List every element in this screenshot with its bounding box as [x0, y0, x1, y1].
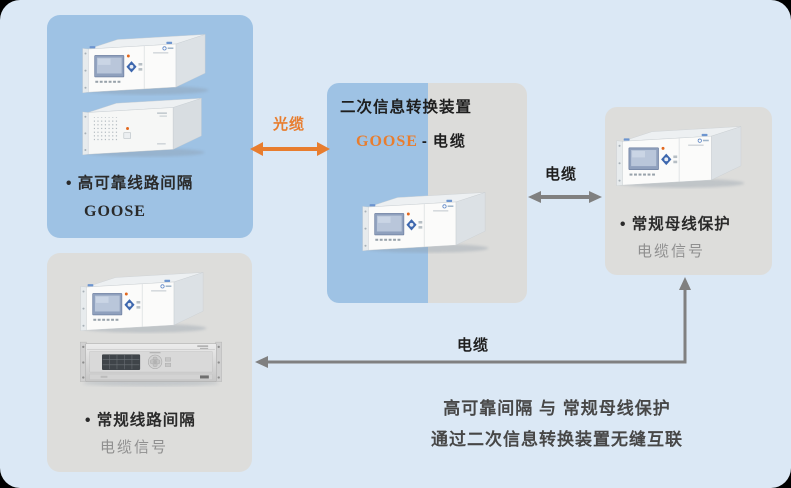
- reliable-bay-goose-label: GOOSE: [84, 203, 146, 220]
- caption-text: 高可靠间隔 与 常规母线保护 通过二次信息转换装置无缝互联: [406, 393, 708, 455]
- bus-protection-title: • 常规母线保护: [620, 216, 731, 233]
- bus-protection-subtitle: 电缆信号: [637, 243, 706, 260]
- protection-relay-image: [78, 30, 218, 96]
- conventional-bay-title: • 常规线路间隔: [85, 412, 196, 429]
- cable-converter-bus-arrow: [528, 191, 602, 203]
- converter-cable-label: 电缆: [432, 133, 467, 150]
- converter-box-goose-half: [327, 83, 428, 303]
- caption-line2: 通过二次信息转换装置无缝互联: [431, 430, 683, 449]
- converter-box: 二次信息转换装置 GOOSE-电缆: [327, 83, 527, 303]
- conventional-bay-box: • 常规线路间隔 电缆信号: [47, 253, 252, 472]
- fiber-label: 光缆: [272, 116, 305, 133]
- rackmount-unit-image: [76, 338, 226, 387]
- conventional-bay-subtitle: 电缆信号: [100, 439, 169, 456]
- converter-goose-label: GOOSE: [356, 133, 418, 150]
- bus-protection-relay-image: [612, 122, 754, 189]
- cable-bay-bus-label: 电缆: [456, 337, 489, 354]
- reliable-bay-title: • 高可靠线路间隔: [66, 175, 194, 192]
- fiber-connection-arrow: [250, 142, 330, 156]
- cable-converter-bus-label: 电缆: [544, 166, 577, 183]
- vented-chassis-image: [78, 94, 214, 158]
- conventional-relay-image: [76, 268, 216, 334]
- converter-title: 二次信息转换装置: [340, 99, 473, 116]
- converter-dash: -: [421, 133, 427, 150]
- converter-subtitle: GOOSE-电缆: [356, 130, 467, 151]
- bus-protection-box: • 常规母线保护 电缆信号: [605, 107, 772, 275]
- converter-device-image: [358, 188, 498, 254]
- reliable-bay-box: • 高可靠线路间隔 GOOSE: [47, 15, 253, 238]
- caption-line1: 高可靠间隔 与 常规母线保护: [443, 399, 671, 418]
